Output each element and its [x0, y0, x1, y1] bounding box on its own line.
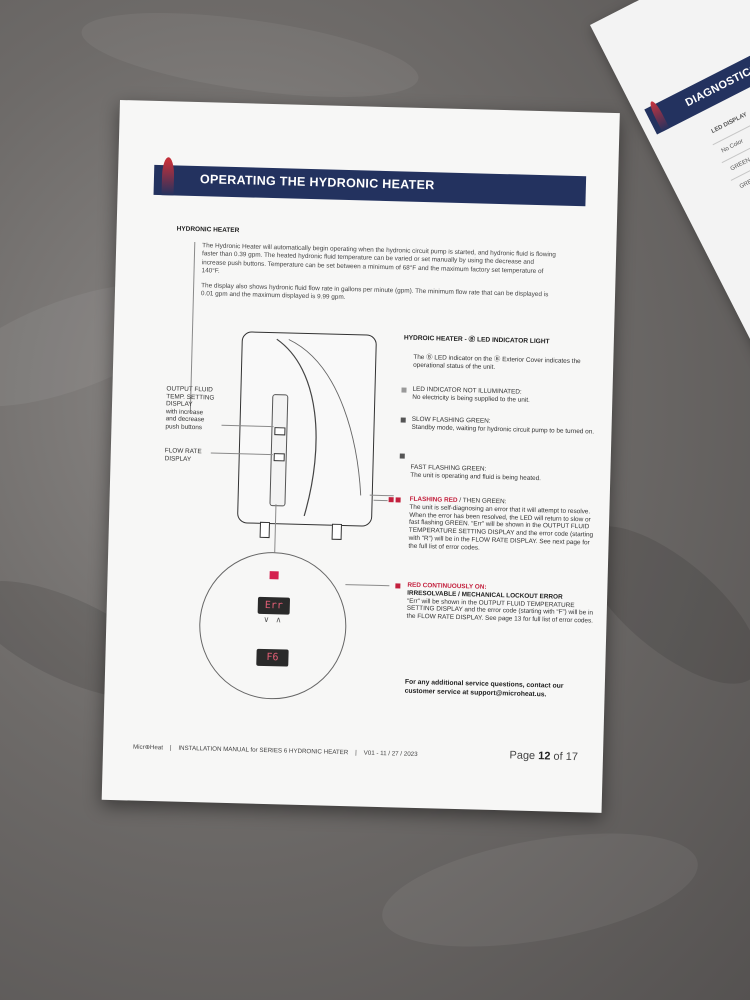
page-number: Page 12 of 17: [509, 749, 579, 764]
footer-manual-title: INSTALLATION MANUAL for SERIES 6 HYDRONI…: [178, 744, 349, 757]
indicator-guide-line: [369, 494, 394, 497]
heater-front-cover-icon: [276, 338, 362, 517]
footer-version: V01 - 11 / 27 / 2023: [363, 749, 418, 759]
flow-rate-display: F6: [256, 648, 289, 667]
pipe-outlet: [331, 523, 342, 540]
page-footer: Micr⊕Heat | INSTALLATION MANUAL for SERI…: [132, 743, 579, 764]
hydronic-heater-illustration: [236, 331, 377, 527]
status-square-icon: [395, 583, 401, 589]
status-square-icon: [399, 453, 405, 459]
pipe-inlet: [259, 521, 271, 539]
indicator-intro: The Ⓑ LED indicator on the Ⓑ Exterior Co…: [413, 353, 581, 371]
second-page-col-header: LED DISPLAY: [710, 111, 749, 135]
display-zoom-circle: Err ∨ ∧ F6: [197, 550, 349, 702]
led-indicator-icon: [269, 571, 279, 580]
up-down-buttons-icon: ∨ ∧: [263, 614, 284, 625]
indicator-item: SLOW FLASHING GREEN: Standby mode, waiti…: [411, 415, 595, 436]
indicator-item: FLASHING RED / THEN GREEN: The unit is s…: [408, 495, 594, 552]
flow-display-small: [273, 453, 285, 462]
status-square-icon: [400, 417, 406, 423]
indicator-item: LED INDICATOR NOT ILLUMINATED: No electr…: [412, 385, 530, 404]
temp-setting-display: Err: [257, 596, 291, 615]
intro-paragraph: The Hydronic Heater will automatically b…: [201, 242, 556, 275]
red-callout-line: [373, 499, 388, 502]
red-callout-line: [345, 584, 390, 587]
table-row: GREEN: [738, 175, 750, 191]
status-square-icon: [401, 387, 407, 393]
fabric-fold: [76, 0, 424, 114]
control-panel: [269, 394, 289, 507]
section-heading: HYDRONIC HEATER: [176, 225, 240, 235]
indicator-item: FAST FLASHING GREEN: The unit is operati…: [410, 463, 542, 482]
flame-logo-icon: [161, 157, 175, 196]
flow-rate-label: FLOW RATE DISPLAY: [164, 447, 202, 463]
zoom-line: [274, 504, 277, 553]
contact-note: For any additional service questions, co…: [404, 678, 564, 699]
fabric-fold: [373, 812, 707, 968]
indicator-title: HYDROIC HEATER - Ⓑ LED INDICATOR LIGHT: [403, 334, 550, 346]
footer-separator: |: [169, 744, 172, 752]
status-square-icon: [395, 497, 401, 503]
manual-page: OPERATING THE HYDRONIC HEATER HYDRONIC H…: [101, 100, 620, 813]
temp-display-small: [274, 427, 286, 436]
footer-brand: Micr⊕Heat: [132, 743, 164, 752]
indicator-item: RED CONTINUOUSLY ON: IRRESOLVABLE / MECH…: [406, 581, 594, 625]
output-fluid-label: OUTPUT FLUID TEMP. SETTING DISPLAY with …: [165, 385, 215, 432]
footer-separator: |: [355, 749, 357, 757]
flow-paragraph: The display also shows hydronic fluid fl…: [200, 282, 549, 302]
status-square-icon: [388, 497, 394, 503]
